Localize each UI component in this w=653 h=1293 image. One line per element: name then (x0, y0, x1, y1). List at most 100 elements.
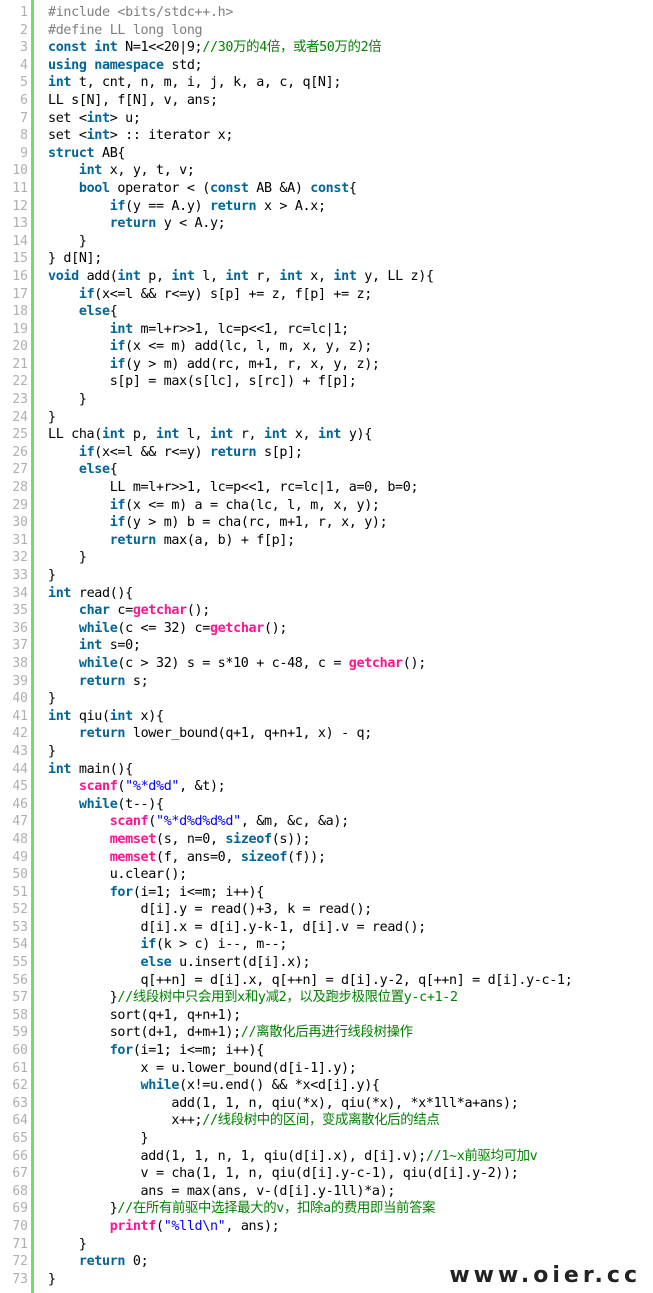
code-text: (); (402, 655, 426, 671)
line-number: 27 (12, 462, 28, 478)
keyword-token: int (317, 427, 342, 443)
code-line: while(t--){ (48, 796, 653, 814)
code-text (48, 885, 110, 900)
code-line: if(y == A.y) return x > A.x; (48, 198, 653, 216)
code-text: max(a, b) + f[p]; (155, 532, 295, 548)
keyword-token: int (279, 268, 303, 284)
code-text: } (48, 743, 56, 759)
code-text (48, 304, 79, 319)
line-number: 2 (20, 22, 28, 38)
keyword-token: void (48, 268, 79, 284)
code-text: , &t); (179, 779, 226, 795)
code-text (48, 515, 110, 530)
code-line: } (48, 391, 653, 409)
keyword-token: const (48, 40, 87, 56)
code-text (48, 1254, 79, 1269)
line-number: 58 (12, 1007, 28, 1023)
code-text (48, 638, 79, 653)
line-number: 52 (12, 902, 28, 918)
line-number: 16 (12, 268, 28, 284)
line-number: 31 (12, 532, 28, 548)
keyword-token: else (78, 462, 110, 478)
code-line: if(k > c) i--, m--; (48, 936, 653, 954)
code-text: m=l+r>>1, lc=p<<1, rc=lc|1; (132, 321, 350, 337)
code-text: N=1<<20|9; (117, 40, 203, 56)
line-number: 3 (20, 40, 28, 56)
line-number: 62 (12, 1078, 28, 1094)
keyword-token: if (109, 497, 126, 513)
code-text: d[i].x = d[i].y-k-1, d[i].v = read(); (48, 919, 427, 935)
code-text: x, (287, 427, 318, 443)
code-line: int m=l+r>>1, lc=p<<1, rc=lc|1; (48, 321, 653, 339)
keyword-token: int (117, 268, 141, 284)
code-text (48, 603, 79, 618)
code-line: while(x!=u.end() && *x<d[i].y){ (48, 1077, 653, 1095)
code-area[interactable]: #include <bits/stdc++.h>#define LL long … (48, 4, 653, 1288)
code-text: v = cha(1, 1, n, qiu(d[i].y-c-1), qiu(d[… (48, 1166, 519, 1182)
code-text (48, 1043, 110, 1058)
code-line: q[++n] = d[i].x, q[++n] = d[i].y-2, q[++… (48, 972, 653, 990)
line-number: 63 (12, 1095, 28, 1111)
code-line: return max(a, b) + f[p]; (48, 532, 653, 550)
function-token: memset (109, 831, 157, 847)
code-text: s=0; (102, 638, 141, 654)
code-line: if(x <= m) a = cha(lc, l, m, x, y); (48, 497, 653, 515)
line-number: 25 (12, 427, 28, 443)
code-text (48, 621, 79, 636)
code-line: int s=0; (48, 637, 653, 655)
code-text: 0; (125, 1254, 149, 1270)
keyword-token: if (109, 515, 126, 531)
code-text: read(){ (71, 585, 133, 601)
comment-token: //线段树中的区间，变成离散化后的结点 (202, 1113, 440, 1129)
code-text: main(){ (71, 761, 133, 777)
keyword-token: for (109, 1043, 133, 1059)
code-text: } (48, 1201, 118, 1217)
code-line: d[i].x = d[i].y-k-1, d[i].v = read(); (48, 919, 653, 937)
keyword-token: if (140, 937, 157, 953)
code-text (48, 287, 79, 302)
line-number: 19 (12, 321, 28, 337)
code-text: x = u.lower_bound(d[i-1].y); (48, 1060, 357, 1076)
line-number: 37 (12, 638, 28, 654)
code-line: } (48, 690, 653, 708)
function-token: scanf (78, 779, 118, 795)
code-line: v = cha(1, 1, n, qiu(d[i].y-c-1), qiu(d[… (48, 1165, 653, 1183)
code-text: AB{ (94, 145, 126, 161)
line-number: 41 (12, 708, 28, 724)
code-text (48, 1219, 110, 1234)
keyword-token: int (109, 321, 133, 337)
code-text: (); (186, 603, 210, 619)
code-text: q[++n] = d[i].x, q[++n] = d[i].y-2, q[++… (48, 972, 573, 988)
code-line: if(y > m) b = cha(rc, m+1, r, x, y); (48, 514, 653, 532)
code-text: (x<=l && r<=y) s[p] += z, f[p] += z; (94, 286, 372, 302)
keyword-token: else (140, 955, 172, 971)
code-text: { (348, 180, 357, 196)
string-token: "%*d%d" (125, 779, 180, 795)
code-text: } (48, 550, 87, 566)
code-line: scanf("%*d%d%d%d", &m, &c, &a); (48, 813, 653, 831)
code-text: ( (117, 779, 126, 795)
line-number: 23 (12, 392, 28, 408)
code-line: void add(int p, int l, int r, int x, int… (48, 268, 653, 286)
code-line: if(x <= m) add(lc, l, m, x, y, z); (48, 338, 653, 356)
code-text: (y > m) add(rc, m+1, r, x, y, z); (125, 356, 380, 372)
code-line: } (48, 743, 653, 761)
code-text: sort(q+1, q+n+1); (48, 1007, 241, 1023)
line-number: 4 (20, 57, 28, 73)
code-text (48, 937, 141, 952)
code-line: } (48, 1271, 653, 1289)
keyword-token: int (48, 708, 72, 724)
code-text: (x<=l && r<=y) (94, 444, 210, 460)
line-number: 54 (12, 937, 28, 953)
code-line: return 0; (48, 1253, 653, 1271)
code-line: return lower_bound(q+1, q+n+1, x) - q; (48, 725, 653, 743)
keyword-token: char (78, 603, 110, 619)
code-text: r, (233, 427, 264, 443)
keyword-token: int (78, 163, 102, 179)
keyword-token: int (94, 40, 118, 56)
function-token: memset (109, 849, 157, 865)
code-line: set <int> u; (48, 110, 653, 128)
code-text: (y == A.y) (125, 198, 210, 214)
code-line: return s; (48, 673, 653, 691)
